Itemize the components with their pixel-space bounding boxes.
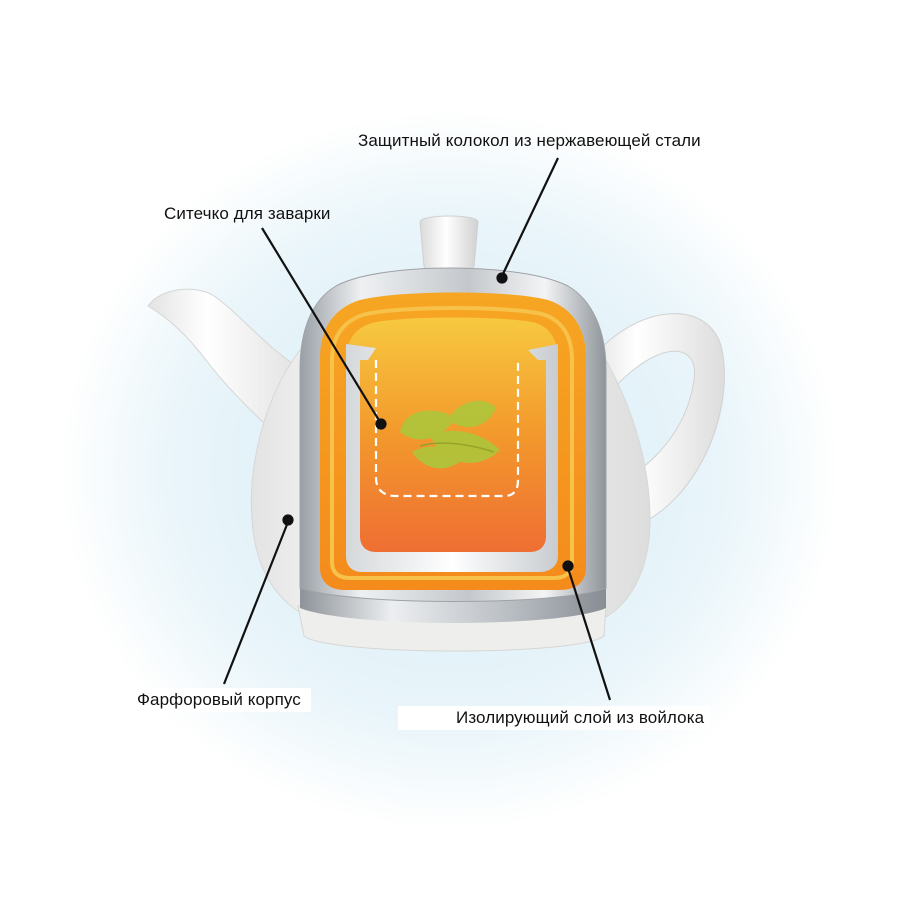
leaf-icon (400, 400, 500, 469)
leader-dot-bell (496, 272, 508, 284)
label-steel-bell: Защитный колокол из нержавеющей стали (358, 131, 701, 150)
label-felt-layer: Изолирующий слой из войлока (398, 706, 711, 730)
strainer-outline (374, 360, 520, 498)
leader-dot-body (282, 514, 294, 526)
lid-knob (419, 215, 479, 276)
leader-line-strainer (261, 227, 381, 423)
leader-dot-strainer (375, 418, 387, 430)
leader-line-body (222, 521, 290, 685)
leader-dot-felt (562, 560, 574, 572)
leader-lines (222, 157, 612, 701)
label-porcelain-body: Фарфоровый корпус (135, 688, 311, 712)
label-strainer: Ситечко для заварки (164, 204, 331, 223)
leader-line-bell (501, 157, 559, 277)
leader-line-felt (566, 567, 612, 701)
